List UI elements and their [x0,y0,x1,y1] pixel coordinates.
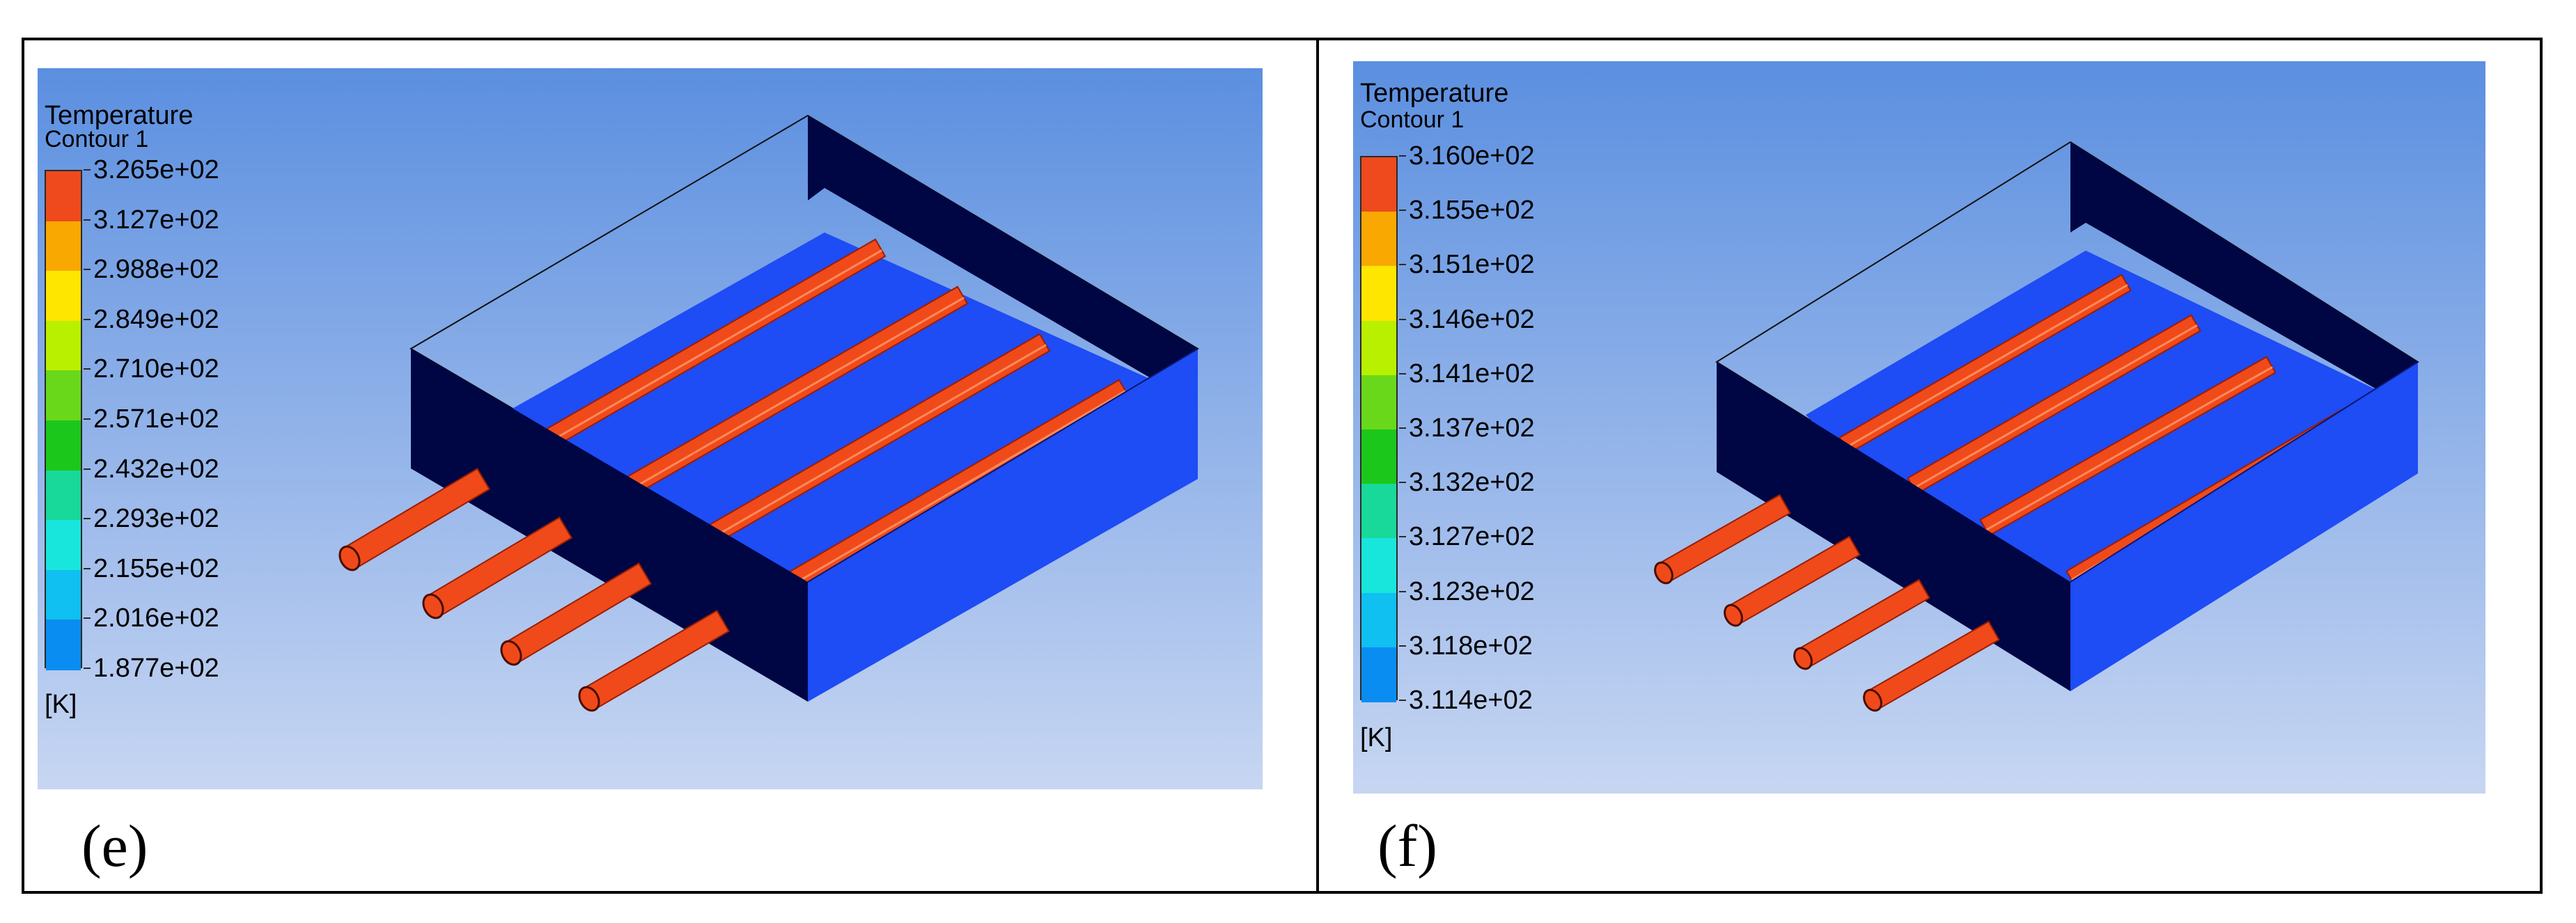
pipe-highlight [632,297,965,489]
colorbar-tick-label: 3.118e+02 [1399,631,1533,661]
colorbar-band [1361,592,1396,648]
box-front-wall [1717,362,2070,691]
scene-panel-e [38,68,1263,789]
colorbar-tick-label: 2.432e+02 [84,454,219,484]
figure-frame [22,38,2543,894]
pipe-highlight [1985,366,2273,531]
pipe-highlight [1913,324,2198,489]
pipe-opening [578,686,600,712]
colorbar-band [1361,266,1396,322]
colorbar-tick-label: 2.293e+02 [84,504,219,534]
legend-subtitle: Contour 1 [45,126,149,152]
pipe-opening [500,640,522,666]
colorbar-tick-label: 3.114e+02 [1399,686,1533,715]
colorbar-band [46,271,81,322]
legend-title: Temperature [45,101,194,130]
box-edge [2070,361,2419,583]
pipe-highlight [550,249,882,442]
colorbar-tick-label: 1.877e+02 [84,654,219,683]
colorbar-tick-label: 3.146e+02 [1399,304,1535,334]
colorbar-band [46,569,81,621]
panel-label-e: (e) [81,812,148,879]
colorbar-tick-label: 3.265e+02 [84,155,219,184]
colorbar-band [1361,484,1396,539]
legend-unit: [K] [45,690,77,719]
legend-unit: [K] [1360,723,1393,752]
colorbar-band [46,420,81,471]
colorbar-tick-label: 3.141e+02 [1399,358,1535,388]
panel-label-f: (f) [1377,812,1437,879]
colorbar-tick-label: 2.016e+02 [84,604,219,633]
colorbar-tick-label: 2.849e+02 [84,304,219,334]
colorbar-band [1361,647,1396,702]
colorbar-band [46,221,81,272]
colorbar [45,170,82,670]
pipe-opening [422,593,444,620]
box-right-wall [808,349,1198,702]
colorbar-band [46,470,81,521]
colorbar-tick-label: 3.137e+02 [1399,413,1535,443]
box-right-wall [2070,362,2418,691]
colorbar-band [1361,429,1396,485]
box-back-wall [2070,142,2418,393]
scene-panel-f [1353,61,2485,794]
colorbar-tick-label: 3.127e+02 [1399,522,1535,552]
colorbar-band [1361,320,1396,376]
colorbar-tick-label: 2.988e+02 [84,255,219,285]
pipe-opening [1654,561,1673,585]
colorbar-band [46,370,81,421]
viewport-panel-f: Temperature Contour 1 3.160e+02 3.155e+02… [1353,61,2485,794]
legend-subtitle: Contour 1 [1360,106,1465,133]
colorbar-band [1361,157,1396,213]
colorbar-tick-label: 3.151e+02 [1399,250,1535,280]
colorbar-band [1361,374,1396,430]
box-back-wall [808,116,1198,383]
colorbar [1360,156,1398,702]
legend-title: Temperature [1360,79,1509,108]
panel-divider [1316,38,1319,894]
pipe-highlight [715,344,1047,537]
colorbar-band [46,320,81,372]
colorbar-tick-label: 2.155e+02 [84,553,219,583]
colorbar-band [1361,538,1396,594]
pipe-opening [1793,647,1813,670]
colorbar-tick-label: 3.132e+02 [1399,468,1535,498]
colorbar-band [1361,212,1396,267]
colorbar-tick-label: 3.127e+02 [84,205,219,235]
colorbar-tick-label: 2.710e+02 [84,354,219,384]
colorbar-band [46,520,81,571]
colorbar-tick-label: 3.155e+02 [1399,196,1535,226]
pipe-opening [1724,604,1743,627]
box-front-wall [411,349,808,702]
colorbar-tick-label: 3.123e+02 [1399,576,1535,606]
colorbar-band [46,171,81,222]
box-edge [807,348,1199,583]
pipe-highlight [1845,284,2128,449]
colorbar-tick-label: 2.571e+02 [84,404,219,434]
colorbar-band [46,620,81,670]
pipe-opening [338,545,361,571]
pipe-opening [1863,688,1882,712]
colorbar-tick-label: 3.160e+02 [1399,141,1535,171]
viewport-panel-e: Temperature Contour 1 3.265e+02 3.127e+02… [38,68,1263,789]
pipe-highlight [795,390,1126,584]
